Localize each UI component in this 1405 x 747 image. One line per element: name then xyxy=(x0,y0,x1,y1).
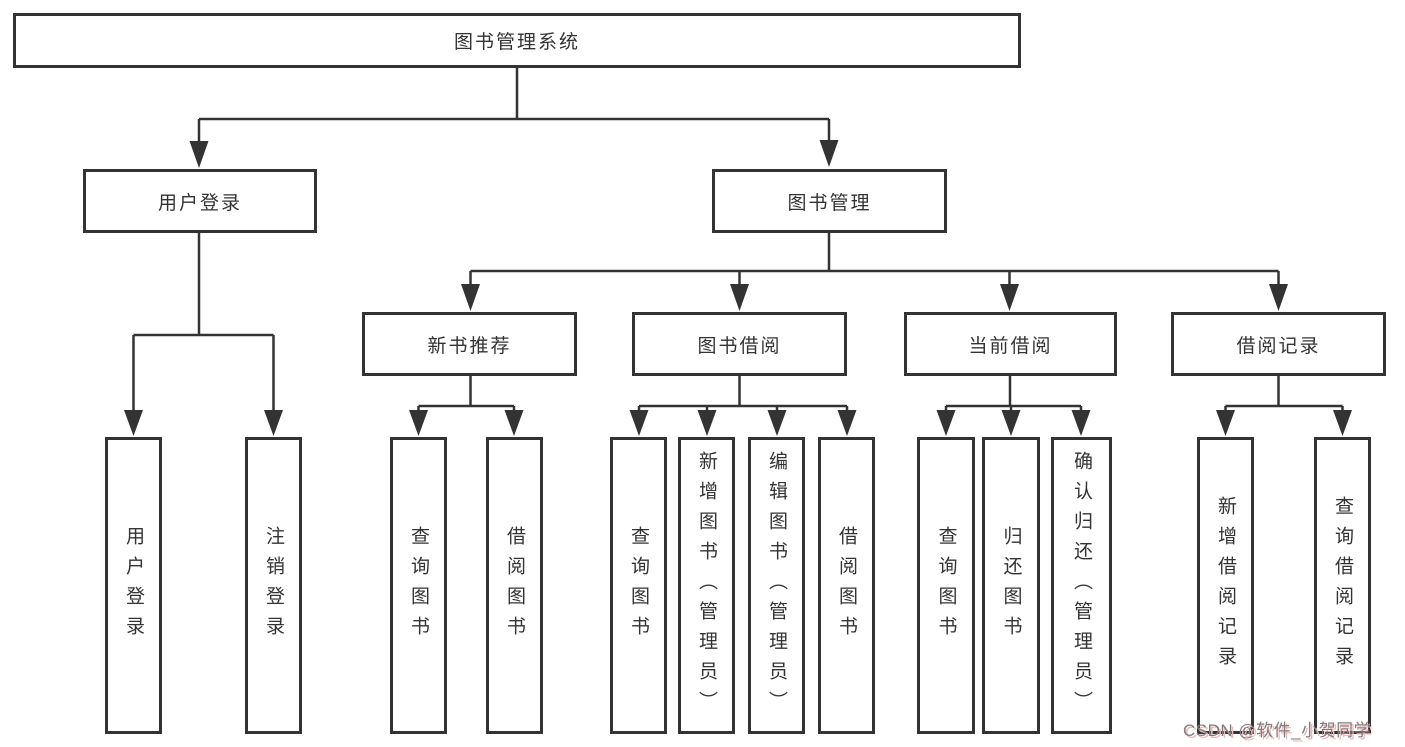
leaf-query-books-borrow: 查询图书 xyxy=(610,437,667,734)
node-borrow-records: 借阅记录 xyxy=(1171,312,1386,376)
leaf-label: 查询图书 xyxy=(408,525,429,646)
node-new-book-recommend: 新书推荐 xyxy=(362,312,577,376)
leaf-label: 注销登录 xyxy=(263,525,284,646)
leaf-borrow-books-recommend: 借阅图书 xyxy=(486,437,543,734)
node-label: 图书借阅 xyxy=(697,335,782,357)
leaf-label: 新增借阅记录 xyxy=(1215,495,1236,676)
node-label: 借阅记录 xyxy=(1236,335,1321,357)
leaf-return-books: 归还图书 xyxy=(982,437,1040,734)
leaf-borrow-books: 借阅图书 xyxy=(818,437,875,734)
leaf-label: 编辑图书（管理员） xyxy=(766,450,787,721)
node-label: 当前借阅 xyxy=(968,335,1053,357)
leaf-label: 查询借阅记录 xyxy=(1332,495,1353,676)
node-label: 图书管理系统 xyxy=(453,32,580,53)
node-label: 用户登录 xyxy=(157,192,242,214)
leaf-query-books-recommend: 查询图书 xyxy=(390,437,447,734)
leaf-label: 用户登录 xyxy=(123,525,144,646)
node-label: 新书推荐 xyxy=(427,335,512,357)
csdn-watermark: CSDN @软件_小贺同学 xyxy=(1183,721,1372,740)
leaf-logout-login: 注销登录 xyxy=(245,437,302,734)
arrowheads xyxy=(124,140,1352,436)
leaf-add-book-admin: 新增图书（管理员） xyxy=(678,437,735,734)
leaf-confirm-return-admin: 确认归还（管理员） xyxy=(1051,437,1112,734)
leaf-query-books-current: 查询图书 xyxy=(917,437,975,734)
leaf-user-login: 用户登录 xyxy=(105,437,162,734)
leaf-label: 查询图书 xyxy=(628,525,649,646)
leaf-query-borrow-record: 查询借阅记录 xyxy=(1314,437,1371,734)
leaf-label: 查询图书 xyxy=(935,525,957,646)
node-user-login: 用户登录 xyxy=(83,169,317,233)
node-book-management: 图书管理 xyxy=(712,169,947,233)
node-book-borrow: 图书借阅 xyxy=(632,312,847,376)
leaf-edit-book-admin: 编辑图书（管理员） xyxy=(748,437,805,734)
node-label: 图书管理 xyxy=(787,192,872,214)
leaf-label: 归还图书 xyxy=(1000,525,1022,646)
leaf-label: 借阅图书 xyxy=(836,525,857,646)
node-current-borrow: 当前借阅 xyxy=(904,312,1117,376)
leaf-label: 新增图书（管理员） xyxy=(696,450,717,721)
leaf-label: 确认归还（管理员） xyxy=(1071,450,1092,721)
leaf-label: 借阅图书 xyxy=(504,525,525,646)
node-library-management-system: 图书管理系统 xyxy=(13,13,1021,68)
leaf-add-borrow-record: 新增借阅记录 xyxy=(1197,437,1254,734)
